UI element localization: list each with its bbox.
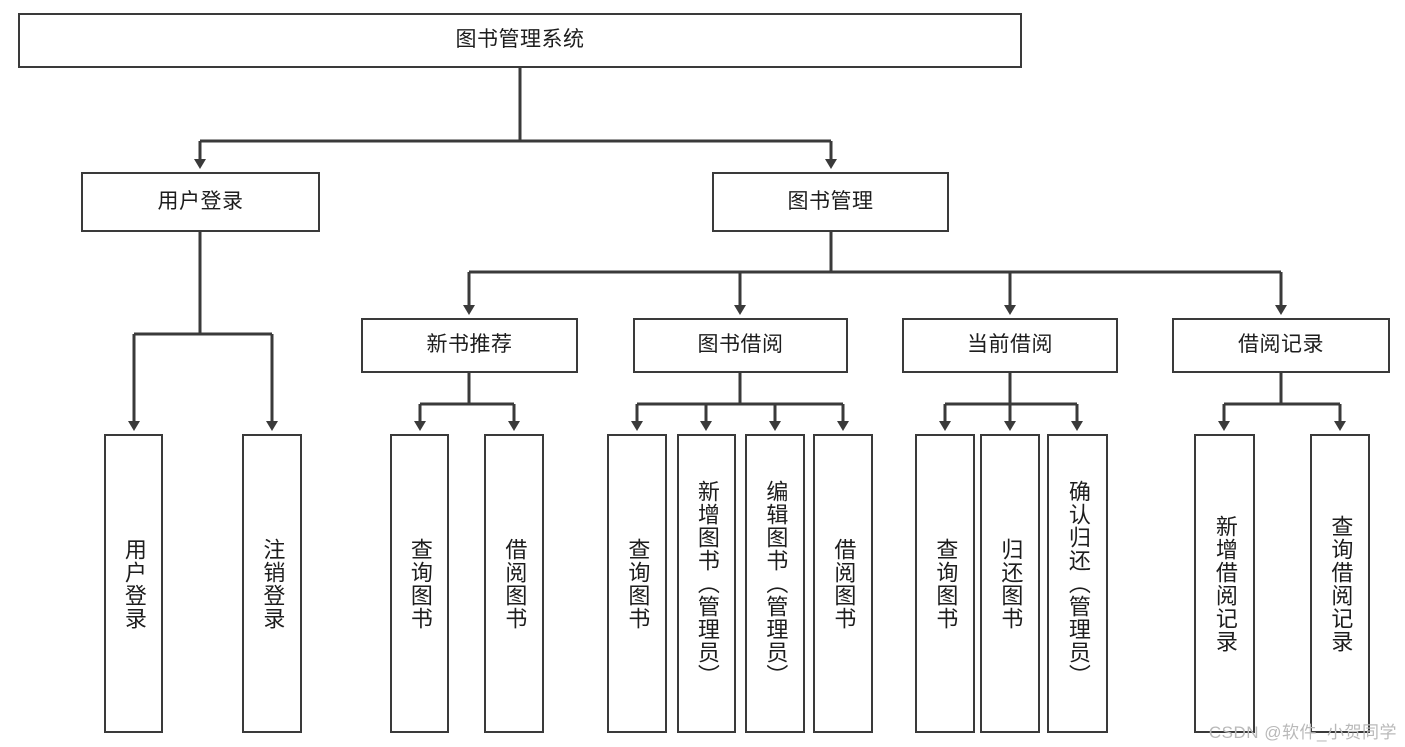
node-leaf-borrow-book-1[interactable]: 借阅图书 xyxy=(484,434,544,733)
node-label-leaf-borrow-book-1: 借阅图书 xyxy=(502,537,528,630)
node-leaf-add-book[interactable]: 新增图书（管理员） xyxy=(677,434,736,733)
node-label-leaf-borrow-book-2: 借阅图书 xyxy=(831,537,857,630)
node-label-current-borrow: 当前借阅 xyxy=(967,333,1053,357)
node-label-leaf-query-book-1: 查询图书 xyxy=(407,537,433,630)
node-leaf-query-record[interactable]: 查询借阅记录 xyxy=(1310,434,1370,733)
node-label-leaf-confirm-return: 确认归还（管理员） xyxy=(1065,480,1091,687)
node-leaf-borrow-book-2[interactable]: 借阅图书 xyxy=(813,434,873,733)
node-label-leaf-query-book-2: 查询图书 xyxy=(625,537,651,630)
node-leaf-query-book-1[interactable]: 查询图书 xyxy=(390,434,449,733)
csdn-watermark: CSDN @软件_小贺同学 xyxy=(1208,723,1397,742)
node-user-login[interactable]: 用户登录 xyxy=(81,172,320,232)
node-label-leaf-add-record: 新增借阅记录 xyxy=(1212,514,1238,653)
node-borrow-record[interactable]: 借阅记录 xyxy=(1172,318,1390,373)
node-root[interactable]: 图书管理系统 xyxy=(18,13,1022,68)
node-leaf-user-login[interactable]: 用户登录 xyxy=(104,434,163,733)
node-leaf-query-book-3[interactable]: 查询图书 xyxy=(915,434,975,733)
node-leaf-confirm-return[interactable]: 确认归还（管理员） xyxy=(1047,434,1108,733)
node-label-book-borrow: 图书借阅 xyxy=(697,333,784,357)
node-label-user-login: 用户登录 xyxy=(157,189,244,213)
node-label-leaf-query-record: 查询借阅记录 xyxy=(1328,514,1354,653)
node-label-leaf-add-book: 新增图书（管理员） xyxy=(694,480,720,687)
node-leaf-return-book[interactable]: 归还图书 xyxy=(980,434,1040,733)
node-book-manage[interactable]: 图书管理 xyxy=(712,172,949,232)
node-label-leaf-logout: 注销登录 xyxy=(260,537,286,630)
node-label-leaf-user-login: 用户登录 xyxy=(121,537,147,630)
node-leaf-edit-book[interactable]: 编辑图书（管理员） xyxy=(745,434,805,733)
node-label-leaf-edit-book: 编辑图书（管理员） xyxy=(763,480,789,687)
node-label-borrow-record: 借阅记录 xyxy=(1238,333,1324,357)
node-current-borrow[interactable]: 当前借阅 xyxy=(902,318,1118,373)
node-leaf-add-record[interactable]: 新增借阅记录 xyxy=(1194,434,1255,733)
node-leaf-query-book-2[interactable]: 查询图书 xyxy=(607,434,667,733)
node-label-leaf-return-book: 归还图书 xyxy=(998,537,1024,630)
node-leaf-logout[interactable]: 注销登录 xyxy=(242,434,302,733)
node-new-book-rec[interactable]: 新书推荐 xyxy=(361,318,578,373)
node-label-leaf-query-book-3: 查询图书 xyxy=(933,537,959,630)
node-label-new-book-rec: 新书推荐 xyxy=(426,333,513,357)
node-label-book-manage: 图书管理 xyxy=(787,189,874,213)
node-book-borrow[interactable]: 图书借阅 xyxy=(633,318,848,373)
node-label-root: 图书管理系统 xyxy=(455,28,585,52)
